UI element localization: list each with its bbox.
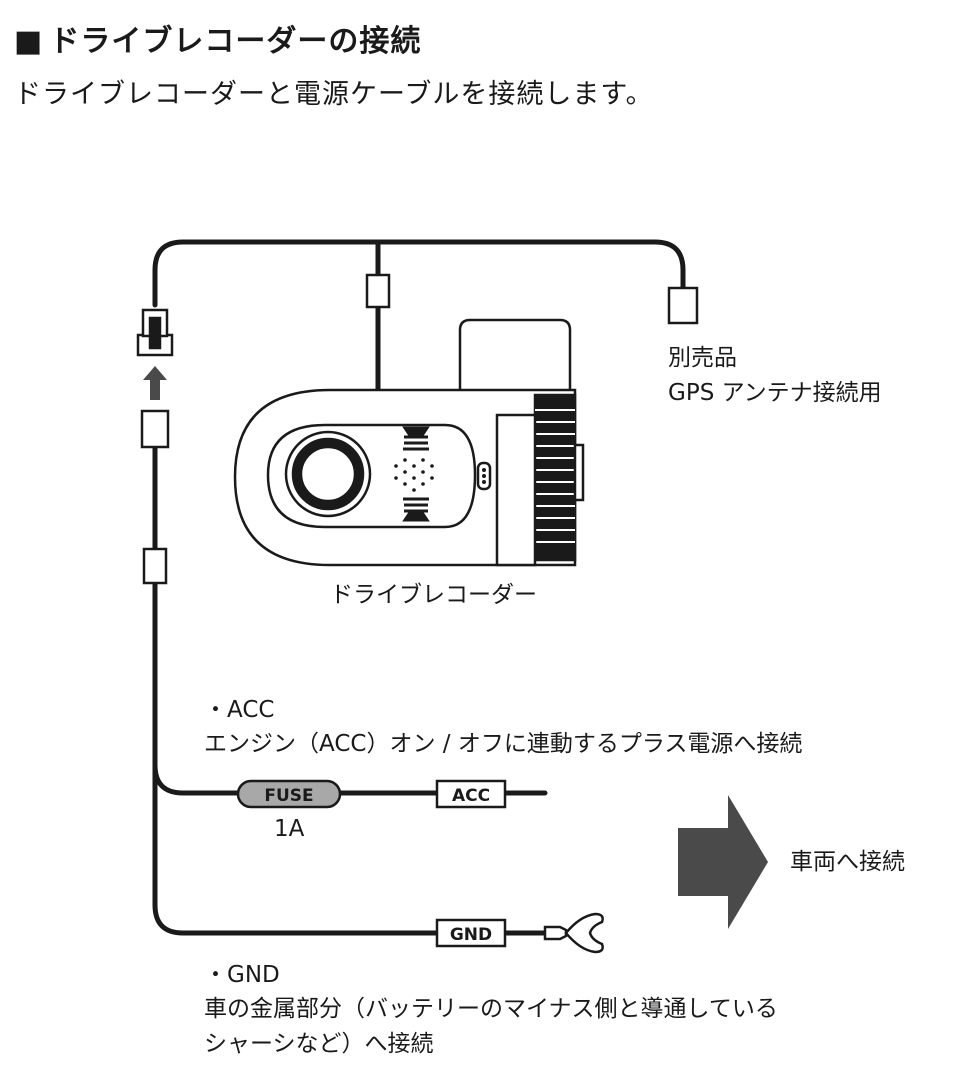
- connectors: [140, 273, 699, 585]
- side-button: [573, 443, 585, 502]
- acc-tag: ACC: [435, 779, 507, 809]
- plug-socket-icon: [136, 308, 174, 357]
- fuse-rating: 1A: [274, 816, 305, 842]
- lens-inner: [299, 445, 357, 503]
- acc-tag-text: ACC: [452, 786, 490, 806]
- top-cable: [152, 239, 686, 308]
- intro-text: ドライブレコーダーと電源ケーブルを接続します。: [14, 79, 654, 110]
- heat-sink: [533, 393, 577, 562]
- insert-arrow-icon: [143, 366, 167, 400]
- recorder-connector: [365, 273, 391, 309]
- acc-title: ・ACC: [204, 697, 275, 723]
- power-cable: [152, 239, 686, 936]
- fuse-tag-text: FUSE: [264, 786, 313, 806]
- inline-connector-upper: [140, 409, 170, 449]
- gps-label-line1: 別売品: [668, 345, 737, 371]
- gps-label-line2: GPS アンテナ接続用: [668, 380, 882, 406]
- section-heading: ■ドライブレコーダーの接続: [14, 16, 421, 60]
- heat-sink-fins: [535, 409, 575, 543]
- gnd-description-line1: 車の金属部分（バッテリーのマイナス側と導通している: [204, 996, 778, 1022]
- vehicle-label: 車両へ接続: [790, 849, 905, 875]
- dashcam-illustration: [233, 318, 585, 567]
- heading-square-icon: ■: [14, 24, 44, 59]
- gps-connector: [667, 286, 699, 325]
- gnd-title: ・GND: [204, 962, 280, 988]
- gnd-tag: GND: [435, 918, 507, 948]
- face-details: [394, 426, 486, 522]
- gnd-tag-text: GND: [450, 925, 492, 945]
- ring-terminal-icon: [543, 912, 604, 954]
- vehicle-arrow-icon: [678, 795, 768, 929]
- device-label: ドライブレコーダー: [330, 582, 537, 608]
- gnd-cable: [152, 762, 548, 936]
- camera-neck: [495, 413, 537, 567]
- inline-connector-lower: [142, 547, 168, 585]
- acc-description: エンジン（ACC）オン / オフに連動するプラス電源へ接続: [204, 731, 803, 757]
- fuse-tag: FUSE: [236, 779, 342, 809]
- heading-title: ドライブレコーダーの接続: [49, 24, 422, 59]
- gnd-description-line2: シャーシなど）へ接続: [204, 1031, 434, 1057]
